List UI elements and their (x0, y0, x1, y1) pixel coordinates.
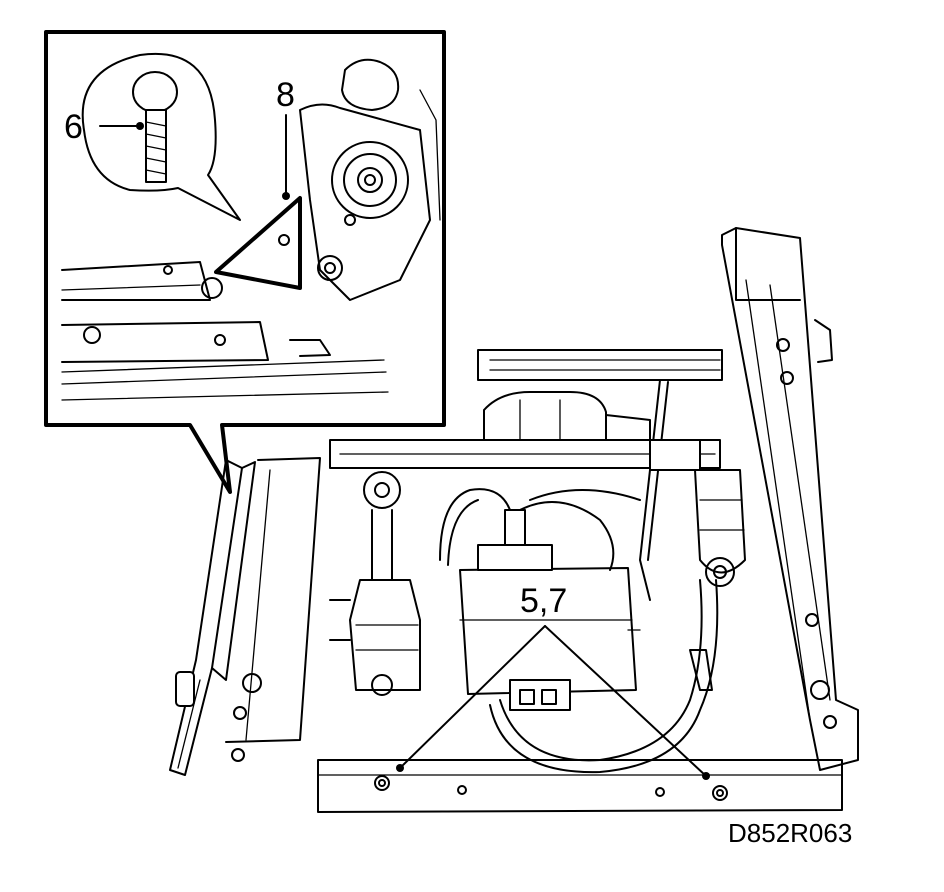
detail-inset (44, 30, 446, 494)
control-unit (459, 509, 641, 711)
callout-bracket-label: 8 (276, 76, 295, 114)
right-motor-assembly (649, 439, 746, 691)
figure-code: D852R063 (728, 818, 852, 848)
seat-frame (169, 227, 859, 813)
callout-screw-label: 6 (64, 108, 83, 146)
left-motor-assembly (329, 471, 421, 696)
leader-lines (99, 114, 710, 780)
callout-bolts-label: 5,7 (520, 582, 567, 620)
